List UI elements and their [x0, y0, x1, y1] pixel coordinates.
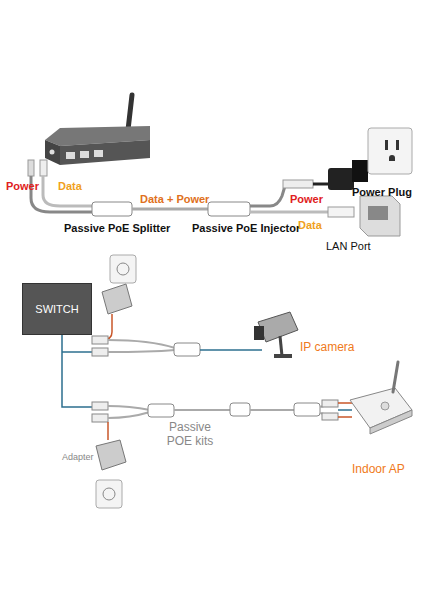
device-name: Passive PoE Injector	[192, 222, 300, 235]
device-name: IP camera	[300, 340, 354, 354]
kit-name: Passive POE kits	[160, 420, 220, 448]
device-name: Passive PoE Splitter	[64, 222, 170, 235]
device-name: Indoor AP	[352, 462, 405, 476]
part-name: Adapter	[62, 452, 94, 463]
data-label: Data	[298, 219, 322, 232]
data-power-label: Data + Power	[140, 193, 209, 206]
node-label: SWITCH	[35, 303, 78, 315]
data-label: Data	[58, 180, 82, 193]
device-name: LAN Port	[326, 240, 371, 253]
device-name: Power Plug	[352, 186, 412, 199]
switch-box: SWITCH	[22, 283, 92, 335]
power-label: Power	[290, 193, 323, 206]
power-label: Power	[6, 180, 39, 193]
